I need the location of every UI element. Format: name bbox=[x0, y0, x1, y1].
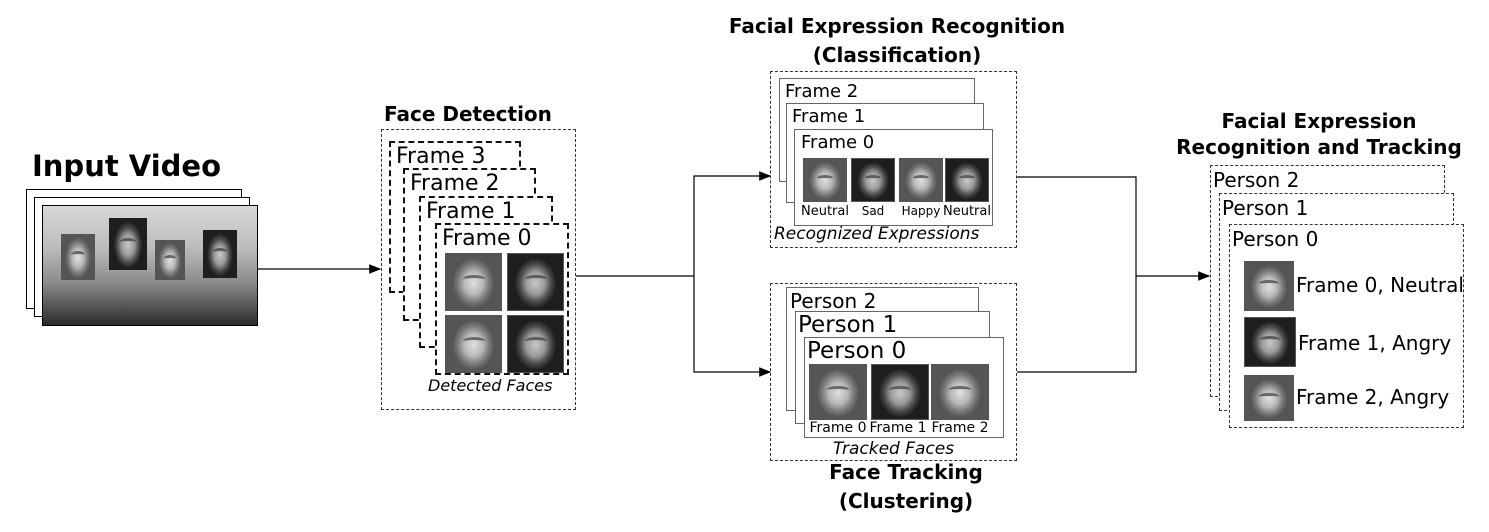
output-person-0-label: Person 0 bbox=[1232, 227, 1319, 251]
output-person-0: Person 0 Frame 0, Neutral Frame 1, Angry… bbox=[1229, 224, 1464, 428]
tracking-title-line1: Face Tracking bbox=[829, 460, 983, 484]
recognized-face-2 bbox=[851, 158, 895, 202]
detection-frame-0: Frame 0 bbox=[435, 223, 569, 375]
output-row-2: Frame 1, Angry bbox=[1298, 331, 1452, 355]
recognition-frame-0-label: Frame 0 bbox=[801, 132, 875, 153]
detected-face-4 bbox=[507, 315, 564, 373]
expression-label-1: Neutral bbox=[801, 204, 849, 219]
output-row-1: Frame 0, Neutral bbox=[1296, 273, 1464, 297]
output-title-line1: Facial Expression bbox=[1221, 109, 1417, 133]
arrow-split-to-recognition bbox=[693, 171, 772, 276]
tracking-title-line2: (Clustering) bbox=[838, 489, 974, 513]
tracked-face-3 bbox=[931, 364, 989, 420]
detection-frame-0-label: Frame 0 bbox=[442, 226, 532, 251]
video-frame-front bbox=[42, 205, 258, 326]
recognized-face-3 bbox=[899, 158, 943, 202]
arrow-split-to-tracking bbox=[693, 276, 772, 377]
recognized-expressions-caption: Recognized Expressions bbox=[774, 224, 980, 244]
video-person-1 bbox=[61, 234, 95, 280]
video-person-4 bbox=[203, 230, 237, 278]
output-face-1 bbox=[1244, 261, 1294, 311]
recognized-face-4 bbox=[945, 158, 989, 202]
detected-face-2 bbox=[507, 253, 564, 311]
tracking-box bbox=[770, 283, 1017, 461]
line-tracking-to-merge bbox=[1017, 276, 1137, 373]
face-detection-box bbox=[381, 129, 576, 410]
face-detection-title: Face Detection bbox=[384, 102, 552, 126]
detection-frame-1-label: Frame 1 bbox=[426, 199, 516, 224]
detected-faces-caption: Detected Faces bbox=[428, 376, 553, 395]
output-face-3 bbox=[1244, 375, 1294, 421]
output-row-3: Frame 2, Angry bbox=[1296, 385, 1450, 409]
recognition-frame-1-label: Frame 1 bbox=[792, 106, 866, 127]
video-person-2 bbox=[109, 218, 147, 270]
expression-label-4: Neutral bbox=[943, 204, 991, 219]
expression-label-2: Sad bbox=[861, 204, 885, 218]
recognition-title-line1: Facial Expression Recognition bbox=[728, 14, 1066, 38]
detection-frame-3-label: Frame 3 bbox=[396, 144, 486, 169]
tracked-face-2 bbox=[871, 364, 929, 420]
tracking-person-0: Person 0 Frame 0 Frame 1 Frame 2 bbox=[804, 337, 1004, 438]
input-video-title: Input Video bbox=[32, 149, 222, 183]
recognition-frame-0: Frame 0 Neutral Sad Happy Neutral bbox=[794, 129, 993, 226]
line-recognition-to-merge bbox=[1017, 176, 1137, 276]
tracked-faces-caption: Tracked Faces bbox=[832, 439, 955, 459]
detection-frame-2-label: Frame 2 bbox=[410, 171, 500, 196]
output-title-line2: Recognition and Tracking bbox=[1176, 135, 1462, 159]
detected-face-3 bbox=[445, 315, 502, 373]
output-face-2 bbox=[1244, 317, 1296, 367]
expression-label-3: Happy bbox=[901, 204, 941, 218]
output-person-2-label: Person 2 bbox=[1213, 168, 1300, 192]
video-person-3 bbox=[155, 240, 185, 280]
recognition-title-line2: (Classification) bbox=[812, 43, 982, 67]
tracked-label-1: Frame 0 bbox=[809, 420, 867, 436]
tracking-person-2-label: Person 2 bbox=[790, 289, 877, 313]
recognition-box bbox=[770, 71, 1017, 248]
tracking-person-0-label: Person 0 bbox=[807, 338, 907, 364]
output-person-1-label: Person 1 bbox=[1222, 196, 1309, 220]
recognition-frame-2-label: Frame 2 bbox=[785, 81, 859, 102]
tracking-person-1-label: Person 1 bbox=[798, 312, 898, 338]
detected-face-1 bbox=[445, 253, 502, 311]
tracked-label-3: Frame 2 bbox=[931, 420, 989, 436]
tracked-face-1 bbox=[809, 364, 867, 420]
recognized-face-1 bbox=[803, 158, 847, 202]
tracked-label-2: Frame 1 bbox=[869, 420, 927, 436]
